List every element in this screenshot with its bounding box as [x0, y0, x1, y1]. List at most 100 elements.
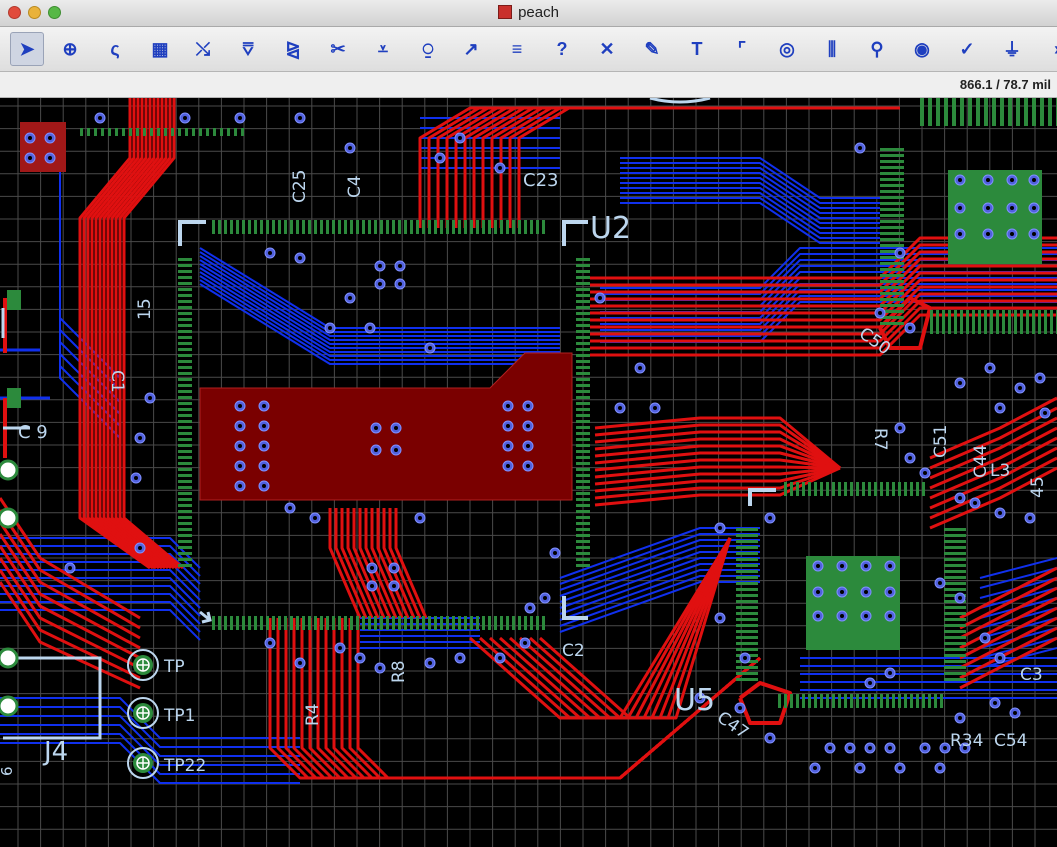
copper-pour[interactable] [199, 352, 573, 501]
polygon-tool-button[interactable]: ⧎ [285, 38, 301, 59]
label-c2[interactable]: C2 [562, 641, 585, 661]
label-tp1[interactable]: TP1 [163, 706, 195, 726]
target-tool-button[interactable]: ◎ [779, 38, 795, 59]
via-hole [923, 471, 927, 475]
label-c25[interactable]: C25 [290, 169, 310, 203]
zoom-window-button[interactable] [48, 6, 61, 19]
pad [930, 310, 933, 334]
pad [278, 616, 281, 630]
label-r7[interactable]: R7 [870, 428, 890, 451]
pad [178, 378, 192, 381]
via-hole [238, 404, 242, 408]
pad [446, 220, 449, 234]
label-r8[interactable]: R8 [389, 660, 409, 683]
pad [192, 128, 195, 136]
pad [218, 220, 221, 234]
pad [886, 694, 889, 708]
label-r4[interactable]: R4 [303, 703, 323, 726]
pad [880, 250, 904, 253]
label-j4[interactable]: J4 [42, 737, 68, 767]
select-tool-button[interactable]: ➤ [10, 32, 44, 66]
pad [404, 616, 407, 630]
pad [178, 390, 192, 393]
via-hole [638, 366, 642, 370]
via-hole [888, 746, 892, 750]
break-trace-tool-button[interactable]: ⤯ [195, 38, 211, 59]
label-c1[interactable]: C1 [107, 370, 127, 393]
top-trace [114, 98, 178, 570]
pad [880, 154, 904, 157]
top-trace [594, 466, 841, 507]
bus-tool-button[interactable]: ≡ [511, 38, 523, 59]
pad [220, 128, 223, 136]
pad [458, 220, 461, 234]
label-c4[interactable]: C4 [345, 175, 365, 198]
pad [272, 220, 275, 234]
minimize-window-button[interactable] [28, 6, 41, 19]
bottom-trace [199, 275, 560, 357]
label-c54[interactable]: C54 [994, 731, 1028, 751]
pad [820, 482, 823, 496]
pcb-layout[interactable]: C23 U2 C25 C4 15 C1 C 9 C50 R7 C51 C44 L… [0, 98, 1057, 847]
label-c19[interactable]: C 9 [18, 422, 48, 443]
label-u2[interactable]: U2 [590, 211, 631, 246]
top-trace [959, 566, 1057, 620]
pad [446, 616, 449, 630]
properties-tool-button[interactable]: ▦ [151, 38, 169, 59]
text-tool-button[interactable]: T [691, 38, 703, 59]
label-c51[interactable]: C51 [931, 424, 951, 458]
label-tp[interactable]: TP [163, 657, 185, 677]
via-hole [506, 464, 510, 468]
pad [916, 482, 919, 496]
pad [736, 618, 758, 621]
via-hole [943, 746, 947, 750]
label-u5[interactable]: U5 [674, 683, 715, 718]
more-tool-button[interactable]: › [1040, 32, 1057, 66]
pcb-canvas[interactable]: C23 U2 C25 C4 15 C1 C 9 C50 R7 C51 C44 L… [0, 98, 1057, 847]
pad [904, 694, 907, 708]
bottom-trace [620, 177, 880, 219]
label-r34[interactable]: R34 [950, 731, 983, 751]
via-hole [986, 178, 990, 182]
label-c3[interactable]: C3 [1020, 665, 1043, 685]
pad [20, 122, 66, 172]
pad [476, 616, 479, 630]
pad [178, 288, 192, 291]
label-r15[interactable]: 15 [135, 298, 155, 320]
pad [856, 482, 859, 496]
pad [392, 616, 395, 630]
zoom-tool-button[interactable]: ⊕ [62, 38, 78, 59]
pad [178, 528, 192, 531]
label-6[interactable]: 6 [0, 766, 16, 776]
help-tool-button[interactable]: ? [556, 38, 568, 59]
ring-tool-button[interactable]: ◉ [914, 38, 930, 59]
pour-tool-button[interactable]: ⩢ [242, 38, 254, 59]
align-tool-button[interactable]: ⫼ [827, 38, 837, 59]
check-tool-button[interactable]: ✓ [959, 38, 975, 59]
ground-tool-button[interactable]: ⏚ [1003, 40, 1021, 60]
cut-tool-button[interactable]: ✂ [330, 38, 346, 59]
draw-tool-button[interactable]: ✎ [644, 38, 660, 59]
pad [404, 220, 407, 234]
pad [736, 582, 758, 585]
label-c23[interactable]: C23 [523, 170, 558, 191]
delete-tool-button[interactable]: ✕ [599, 38, 615, 59]
test-point-cross [137, 757, 149, 769]
grid [0, 98, 1057, 847]
pcb-editor-icon [498, 5, 513, 19]
pin-tool-button[interactable]: ⚲ [870, 38, 884, 59]
close-window-button[interactable] [8, 6, 21, 19]
arc-tool-button[interactable]: ς [110, 38, 120, 59]
pad [212, 616, 215, 630]
label-c44[interactable]: C44 [971, 444, 991, 478]
via-tool-button[interactable]: ⍜ [422, 38, 434, 59]
fill-tool-button[interactable]: ⩡ [377, 38, 389, 59]
label-r45[interactable]: 45 [1028, 476, 1048, 498]
pad [880, 214, 904, 217]
label-l3[interactable]: L3 [990, 461, 1010, 481]
label-tp22[interactable]: TP22 [163, 756, 206, 776]
route-tool-button[interactable]: ↗ [463, 38, 479, 59]
pad [880, 244, 904, 247]
pad [272, 616, 275, 630]
corner-tool-button[interactable]: ⌜ [737, 38, 747, 59]
